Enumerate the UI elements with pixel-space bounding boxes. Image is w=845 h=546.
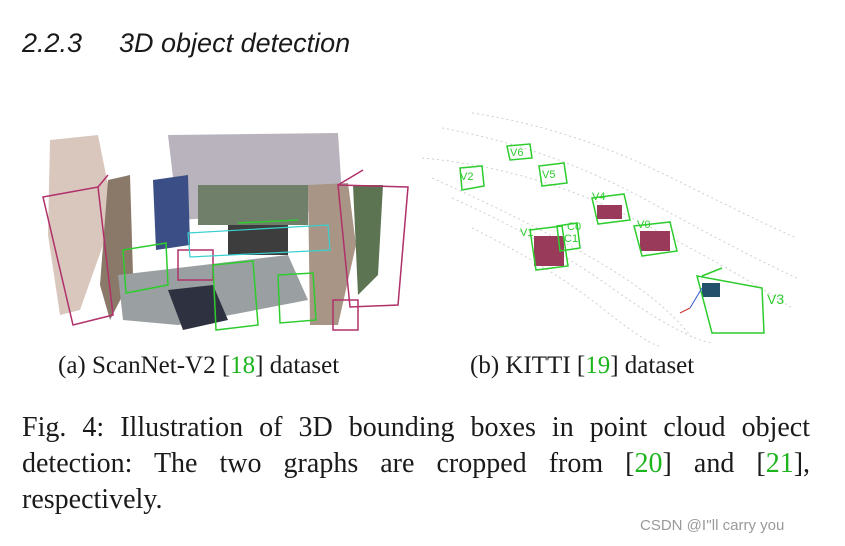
- label-c0: C0: [567, 221, 581, 233]
- label-v1: V1: [520, 227, 533, 239]
- caption-part2: ] and [: [662, 448, 766, 479]
- figure-caption: Fig. 4: Illustration of 3D bounding boxe…: [22, 410, 810, 518]
- scannet-scene-image: [42, 133, 409, 331]
- label-v0: V0: [637, 219, 650, 231]
- subcaption-b-suffix: ] dataset: [610, 352, 695, 379]
- csdn-watermark: CSDN @I''ll carry you: [640, 517, 785, 534]
- subcaption-a-suffix: ] dataset: [255, 352, 340, 379]
- caption-part1: Fig. 4: Illustration of 3D bounding boxe…: [22, 412, 810, 479]
- label-v2: V2: [460, 171, 473, 183]
- subcaption-a: (a) ScanNet-V2 [18] dataset: [58, 352, 339, 380]
- citation-21-link[interactable]: 21: [765, 448, 794, 479]
- kitti-pointcloud-image: V6 V4 V5 V2 C0 C1 V1 V0 V3: [421, 112, 798, 347]
- subcaption-a-prefix: (a) ScanNet-V2 [: [58, 352, 231, 379]
- caption-part3: ], respectively.: [22, 448, 811, 515]
- citation-19-link[interactable]: 19: [585, 352, 611, 379]
- label-c1: C1: [564, 233, 578, 245]
- subcaption-b-prefix: (b) KITTI [: [470, 352, 586, 379]
- citation-18-link[interactable]: 18: [230, 352, 256, 379]
- citation-20-link[interactable]: 20: [634, 448, 663, 479]
- subcaption-b: (b) KITTI [19] dataset: [470, 352, 694, 380]
- section-heading: 2.2.3 3D object detection: [22, 28, 350, 59]
- label-v3: V3: [767, 291, 784, 307]
- section-title: 3D object detection: [119, 28, 351, 58]
- label-v6: V6: [510, 147, 523, 159]
- section-number: 2.2.3: [22, 28, 83, 58]
- label-v4: V4: [592, 191, 605, 203]
- label-v5: V5: [542, 169, 555, 181]
